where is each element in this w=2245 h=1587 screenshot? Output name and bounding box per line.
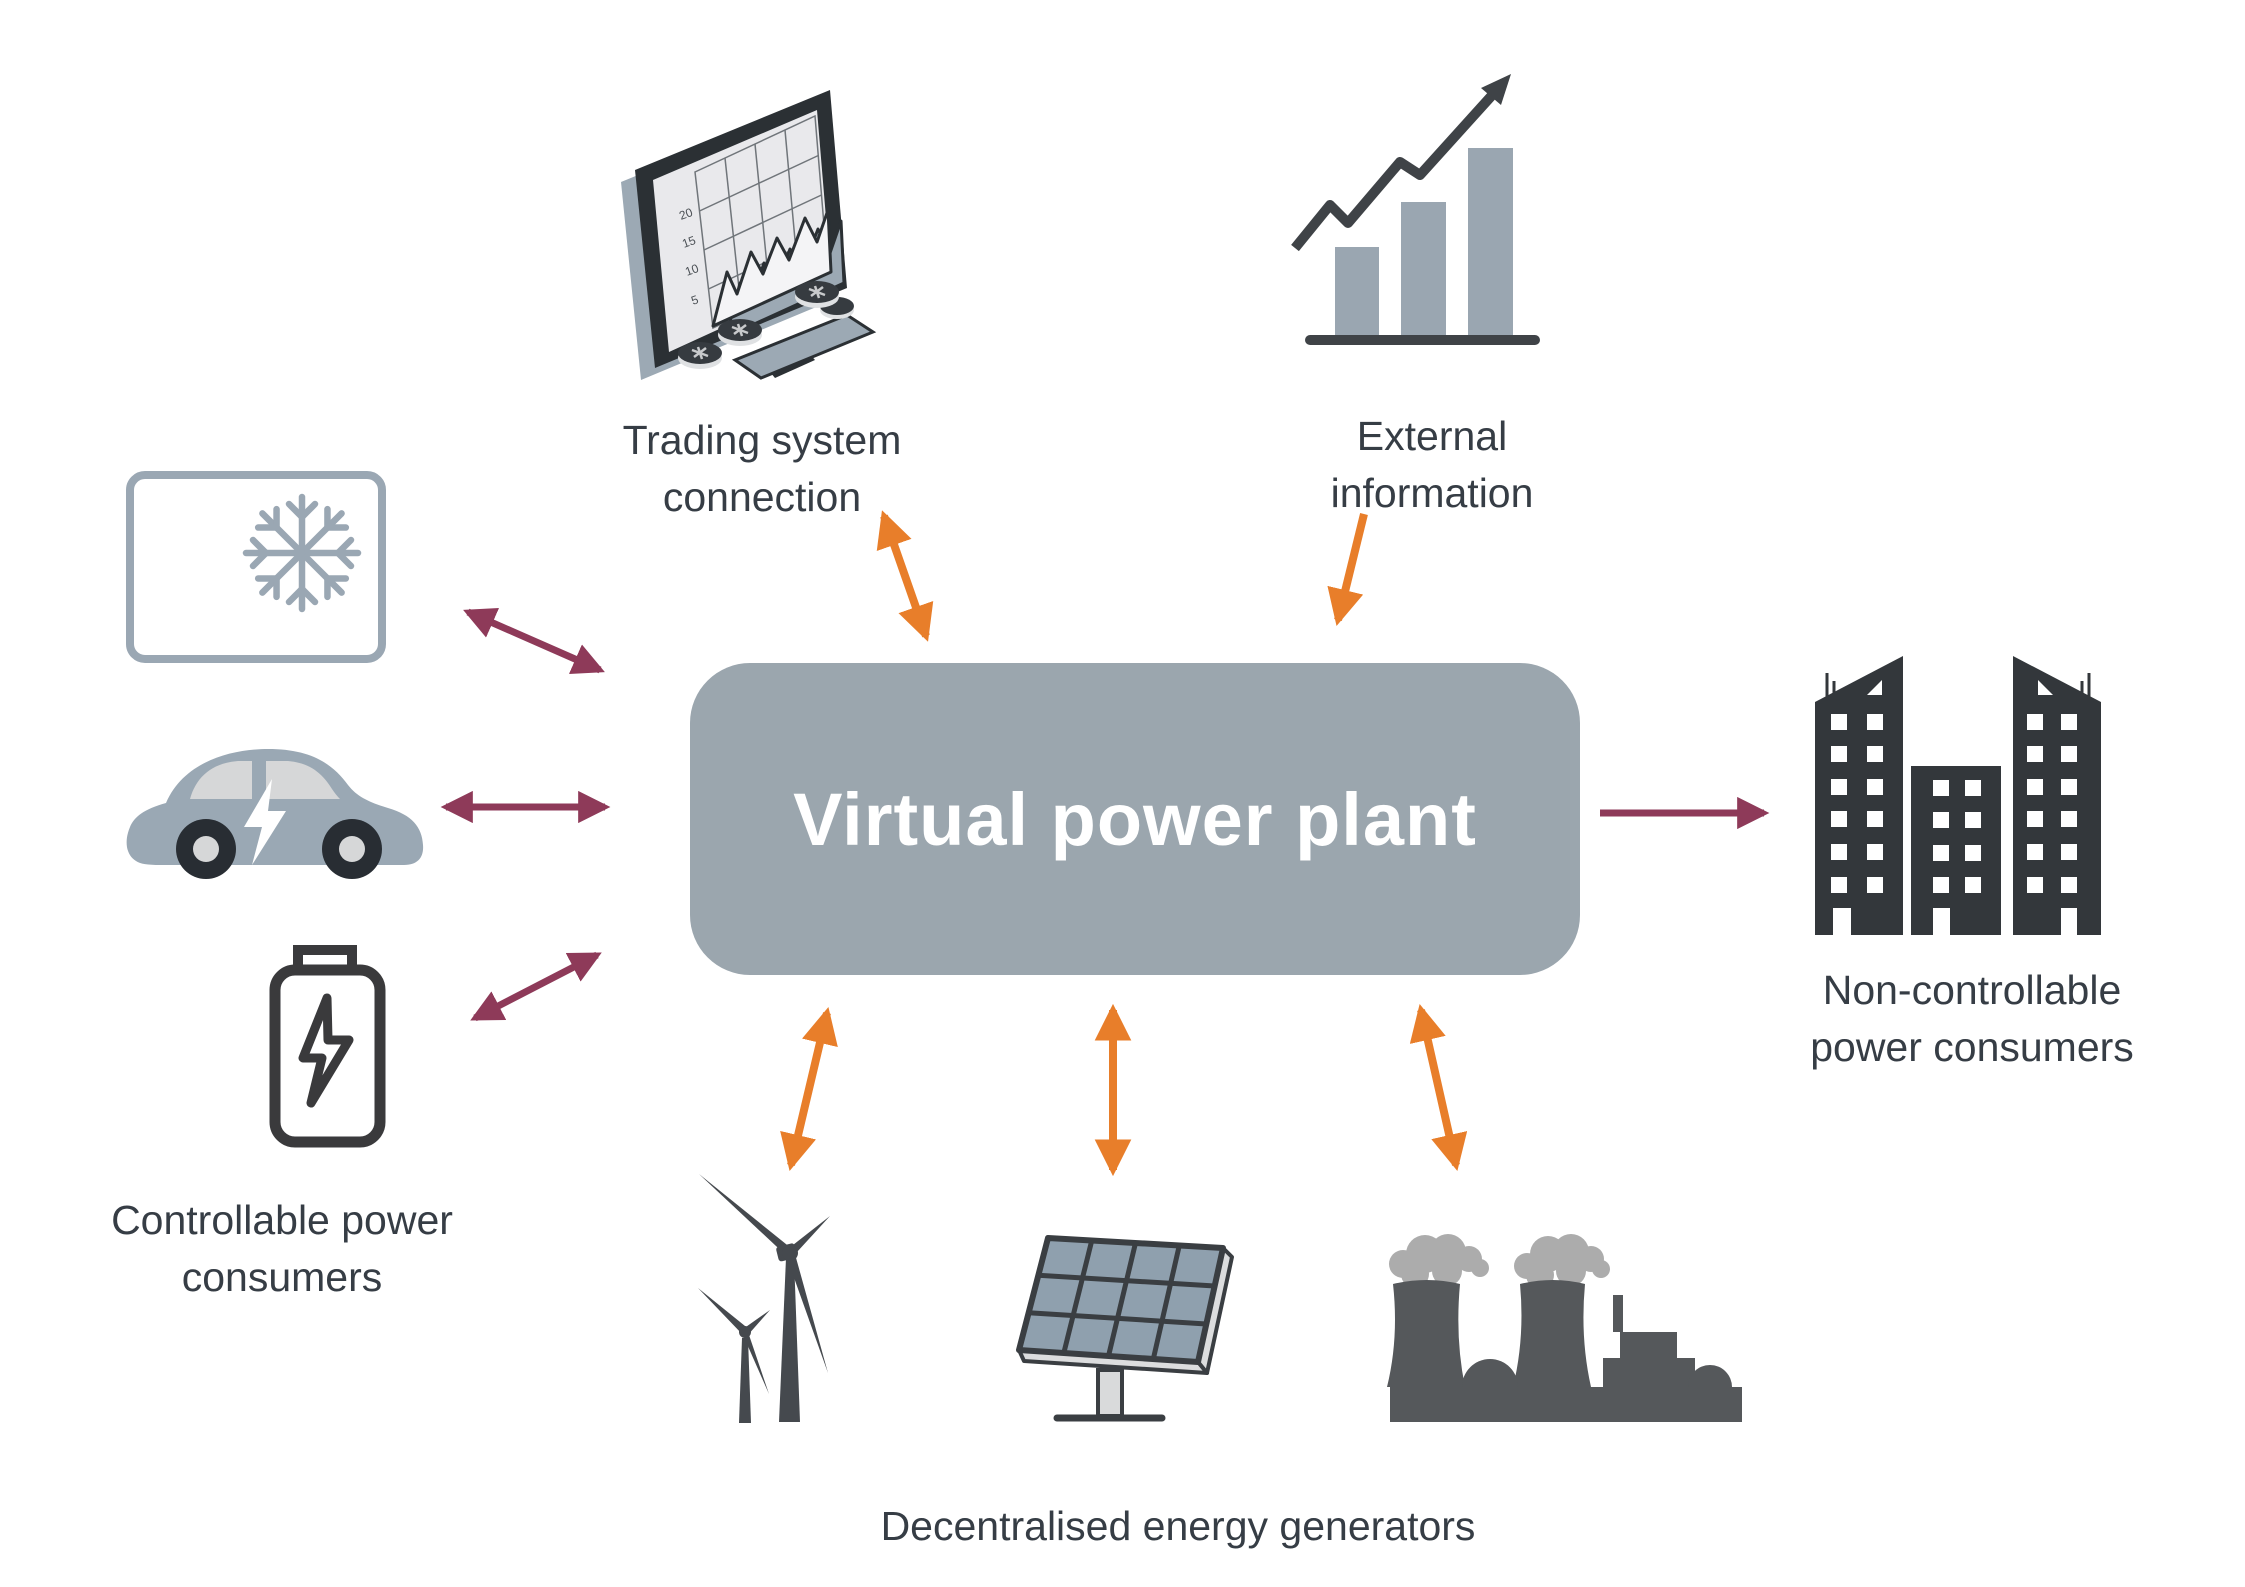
external-information-label: External information: [1330, 413, 1534, 516]
smoke-clouds: [1389, 1234, 1610, 1289]
freezer-icon: [125, 470, 387, 665]
arrow-vpp-wind: [780, 1007, 838, 1171]
monitor-axis-15: 15: [680, 233, 698, 251]
vpp-title: Virtual power plant: [793, 777, 1477, 861]
monitor-axis-20: 20: [677, 205, 695, 223]
non-controllable-consumers-label: Non-controllable power consumers: [1810, 967, 2134, 1070]
lightning-bolt-icon: [298, 993, 354, 1108]
coins-icon: [678, 281, 854, 369]
growth-chart-icon: [1291, 65, 1545, 350]
battery-icon: [265, 940, 400, 1155]
wind-turbines-icon: [683, 1168, 913, 1478]
city-buildings-icon: [1815, 650, 2105, 945]
virtual-power-plant-box: Virtual power plant: [690, 663, 1580, 975]
electric-car-icon: [120, 715, 440, 890]
decentralised-generators-label: Decentralised energy generators: [880, 1503, 1476, 1549]
trading-system-label: Trading system connection: [622, 417, 902, 520]
snowflake-icon: [246, 493, 358, 609]
arrow-freezer-vpp: [463, 608, 605, 674]
solar-panel-icon: [1012, 1232, 1252, 1452]
power-plant-icon: [1385, 1234, 1765, 1448]
arrow-battery-vpp: [470, 951, 602, 1022]
controllable-consumers-label: Controllable power consumers: [111, 1197, 453, 1300]
monitor-axis-5: 5: [689, 292, 700, 308]
lightning-bolt-icon: [244, 779, 286, 865]
monitor-axis-10: 10: [683, 261, 701, 279]
arrow-vpp-plant: [1409, 1004, 1468, 1171]
arrow-external-vpp: [1327, 513, 1368, 626]
trading-system-monitor-icon: 20 15 10 5: [585, 60, 905, 390]
arrow-trading-vpp: [876, 510, 934, 642]
